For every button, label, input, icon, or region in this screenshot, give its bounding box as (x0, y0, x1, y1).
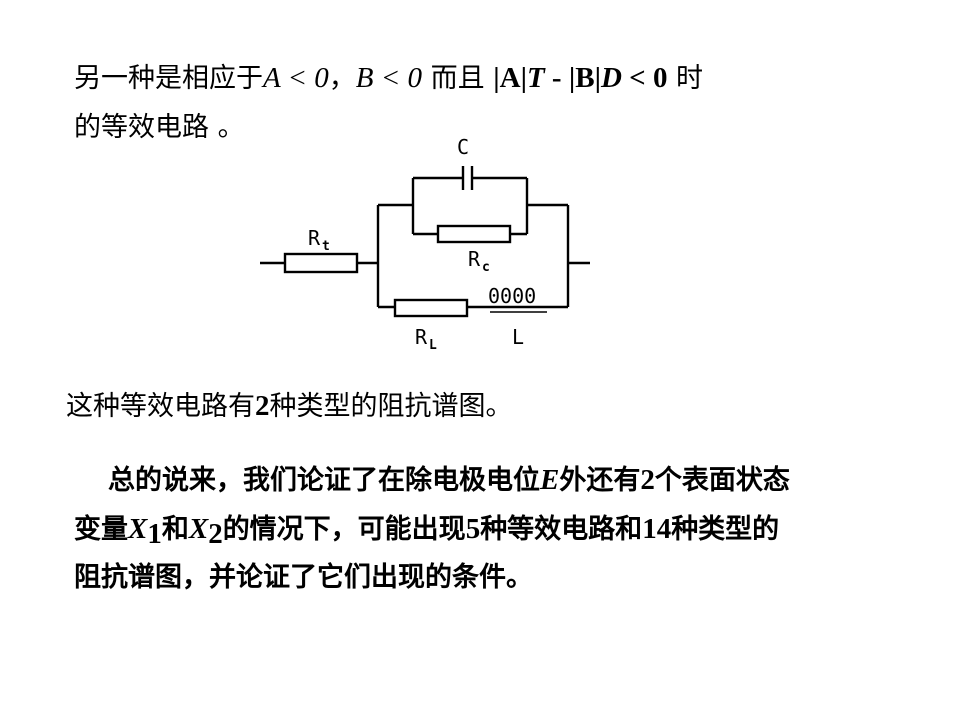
resistor-rc (436, 224, 512, 244)
heading-line-2: 的等效电路 。 (74, 112, 245, 143)
expr-abs-a: |A| (493, 62, 527, 94)
condition-a: A < 0 (263, 62, 329, 94)
expr-t: T (526, 62, 545, 94)
heading-text: 时 (667, 63, 704, 94)
circuit-count: 5 (465, 513, 481, 545)
expr-d: D (600, 62, 622, 94)
expr-minus: - (544, 62, 569, 94)
summary-line-1: 总的说来，我们论证了在除电极电位E外还有2个表面状态 (108, 464, 790, 496)
label-resistor-rt: R (308, 226, 321, 250)
summary-line-2: 变量X1和X2的情况下，可能出现5种等效电路和14种类型的 (74, 513, 780, 550)
summary-line-3: 阻抗谱图，并论证了它们出现的条件。 (74, 562, 533, 593)
resistor-rt (283, 252, 359, 274)
expr-abs-b: |B| (568, 62, 601, 94)
label-resistor-rl: R (415, 325, 428, 349)
spectrum-count: 14 (642, 513, 672, 545)
label-inductor: L (512, 325, 524, 349)
condition-b: B < 0 (355, 62, 423, 94)
var-x2: X (188, 513, 209, 545)
types-sentence: 这种等效电路有2种类型的阻抗谱图。 (66, 390, 513, 422)
label-resistor-rc: R (468, 247, 481, 271)
resistor-rl (393, 298, 469, 318)
inductor-coil-glyph: 0000 (488, 284, 536, 308)
type-count: 2 (255, 390, 270, 422)
label-capacitor: C (457, 135, 469, 159)
var-e: E (540, 464, 560, 496)
var-x1-subscript: 1 (147, 518, 162, 550)
expr-less-zero: < 0 (621, 62, 668, 94)
heading-comma: ， (328, 63, 356, 94)
heading-text: 而且 (422, 63, 494, 94)
heading-line-1: 另一种是相应于A < 0，B < 0 而且 |A|T - |B|D < 0 时 (74, 62, 703, 95)
state-count: 2 (640, 464, 655, 496)
label-resistor-rl-sub: L (429, 338, 437, 353)
heading-text: 另一种是相应于 (74, 63, 263, 94)
var-x1: X (128, 513, 148, 545)
label-resistor-rc-sub: c (482, 260, 490, 275)
var-x2-subscript: 2 (208, 518, 223, 550)
equivalent-circuit-diagram: C R t R c 0000 R L L (260, 135, 590, 353)
label-resistor-rt-sub: t (322, 239, 330, 254)
